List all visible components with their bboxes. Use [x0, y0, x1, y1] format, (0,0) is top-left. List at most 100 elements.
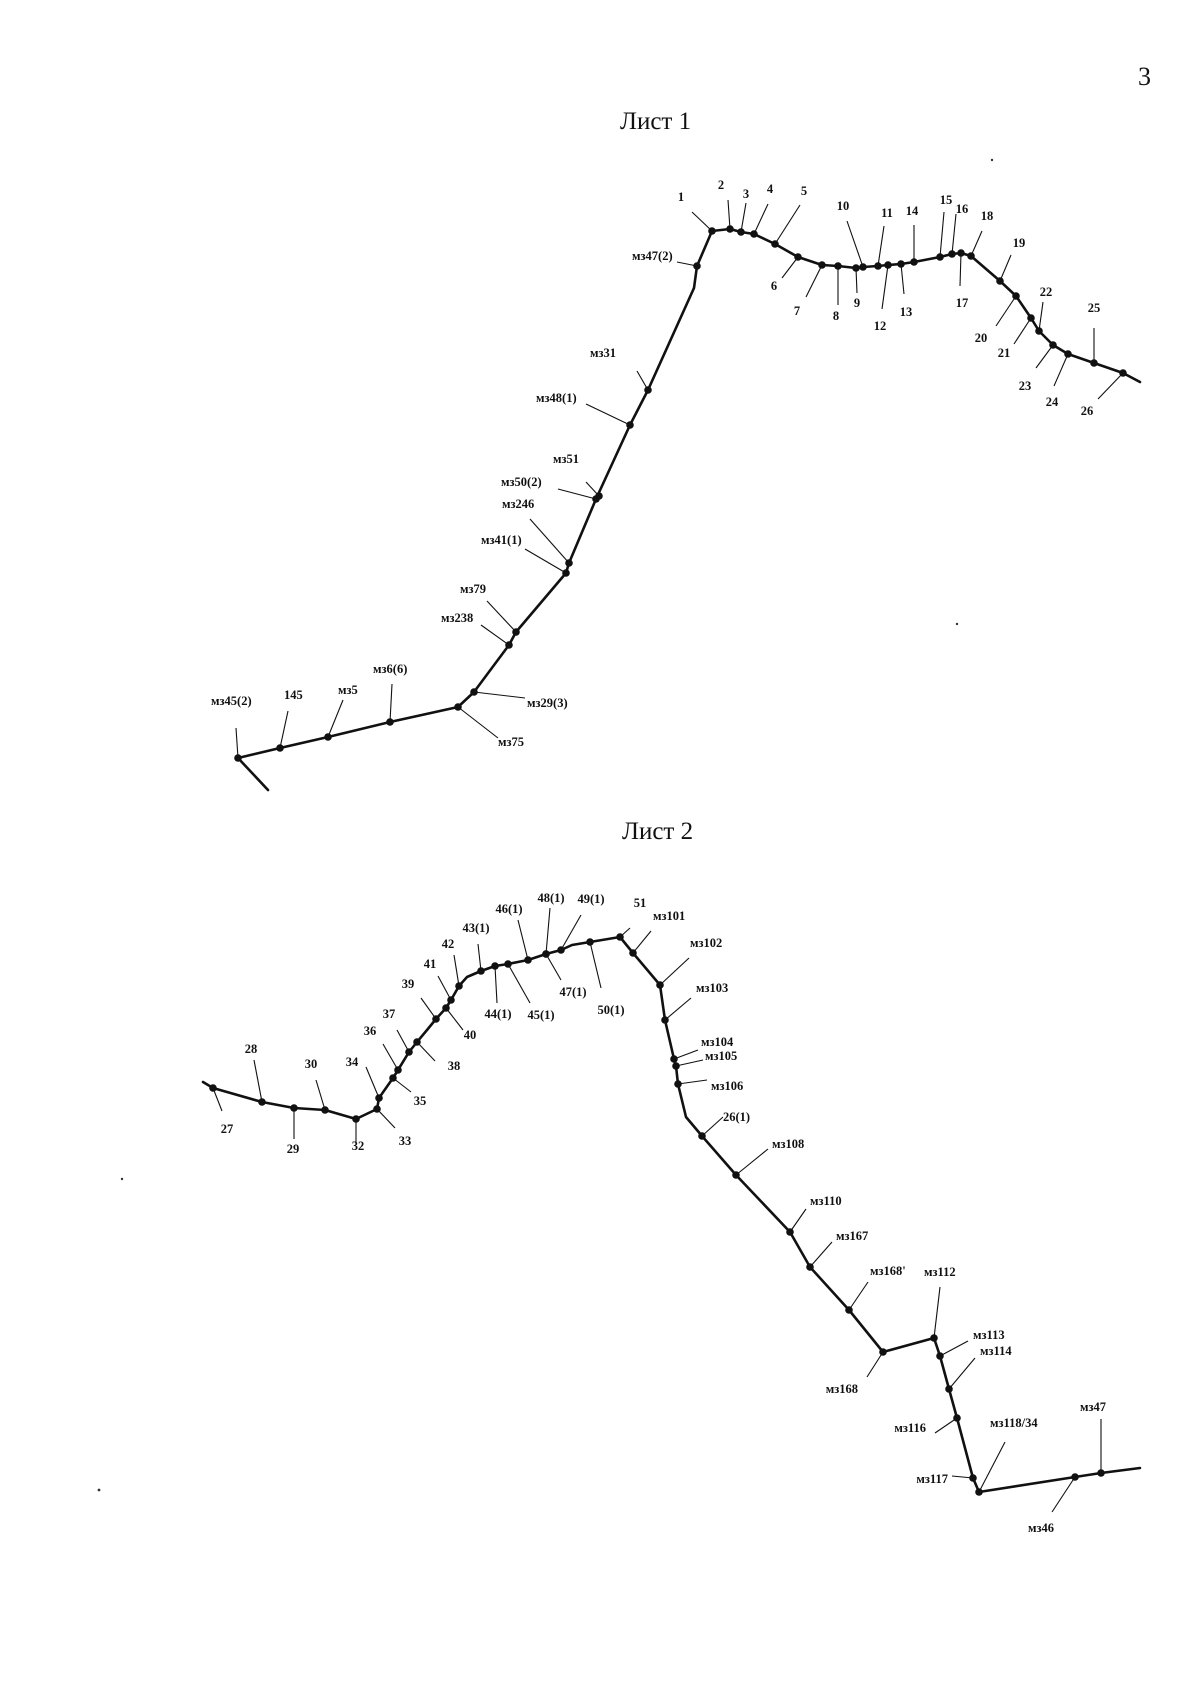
point-label: 43(1) — [462, 921, 489, 935]
leader-line — [735, 1148, 769, 1176]
point-marker — [470, 688, 478, 696]
point-marker — [670, 1055, 678, 1063]
survey-point-mz50-2: мз50(2) — [501, 475, 600, 503]
leader-line — [951, 213, 957, 255]
survey-point-p24: 24 — [1046, 350, 1072, 409]
leader-line — [396, 1029, 410, 1053]
point-label: мз51 — [553, 452, 579, 466]
point-label: мз31 — [590, 346, 616, 360]
point-label: 13 — [900, 305, 913, 319]
sheet-2-title: Лист 2 — [622, 818, 694, 845]
point-label: 47(1) — [559, 985, 586, 999]
point-label: 48(1) — [537, 891, 564, 905]
point-label: 50(1) — [597, 1003, 624, 1017]
survey-point-p28: 28 — [245, 1042, 266, 1106]
survey-point-p26-1: 26(1) — [698, 1110, 750, 1140]
point-marker — [276, 744, 284, 752]
survey-point-mz103: мз103 — [661, 981, 728, 1024]
leader-line — [881, 264, 889, 310]
point-marker — [375, 1094, 383, 1102]
survey-point-p19: 19 — [996, 236, 1025, 285]
leader-line — [315, 1079, 326, 1111]
point-marker — [708, 227, 716, 235]
point-label: мз102 — [690, 936, 722, 950]
survey-point-mz108: мз108 — [732, 1137, 804, 1179]
point-marker — [834, 262, 842, 270]
point-label: 39 — [402, 977, 415, 991]
point-label: 30 — [305, 1057, 318, 1071]
survey-point-mz5: мз5 — [324, 683, 358, 741]
leader-line — [1051, 1476, 1076, 1513]
point-marker — [693, 262, 701, 270]
point-label: 40 — [464, 1028, 477, 1042]
leader-line — [675, 1059, 704, 1067]
point-label: 5 — [801, 184, 807, 198]
point-label: 7 — [794, 304, 800, 318]
point-marker — [1090, 359, 1098, 367]
point-marker — [698, 1132, 706, 1140]
point-label: 15 — [940, 193, 953, 207]
point-label: 37 — [383, 1007, 396, 1021]
point-marker — [936, 1352, 944, 1360]
point-label: 26 — [1081, 404, 1094, 418]
point-label: мз101 — [653, 909, 685, 923]
survey-point-p37: 37 — [383, 1007, 413, 1056]
point-marker — [948, 250, 956, 258]
point-marker — [504, 960, 512, 968]
point-label: 19 — [1013, 236, 1026, 250]
survey-point-mz117: мз117 — [916, 1472, 977, 1486]
point-label: 28 — [245, 1042, 258, 1056]
survey-point-p36: 36 — [364, 1024, 402, 1074]
survey-point-p27: 27 — [209, 1084, 233, 1136]
point-marker — [661, 1016, 669, 1024]
point-label: 23 — [1019, 379, 1032, 393]
point-marker — [321, 1106, 329, 1114]
scan-speck — [955, 622, 959, 626]
survey-point-p34: 34 — [346, 1055, 383, 1102]
leader-line — [959, 252, 962, 287]
leader-line — [480, 624, 510, 646]
point-label: мз106 — [711, 1079, 743, 1093]
point-label: 51 — [634, 896, 647, 910]
leader-line — [632, 930, 652, 954]
point-label: мз113 — [973, 1328, 1005, 1342]
survey-point-p21: 21 — [998, 314, 1035, 360]
survey-point-mz79: мз79 — [460, 582, 520, 636]
point-label: 35 — [414, 1094, 427, 1108]
point-label: мз104 — [701, 1035, 734, 1049]
point-label: мз48(1) — [536, 391, 577, 405]
point-marker — [586, 938, 594, 946]
point-label: мз41(1) — [481, 533, 522, 547]
point-label: мз168' — [870, 1264, 906, 1278]
point-label: 12 — [874, 319, 887, 333]
leader-line — [970, 230, 983, 257]
point-label: мз167 — [836, 1229, 868, 1243]
page-number: 3 — [1138, 62, 1151, 91]
point-label: мз45(2) — [211, 694, 252, 708]
point-marker — [786, 1228, 794, 1236]
leader-line — [557, 488, 597, 500]
leader-line — [753, 203, 769, 235]
survey-point-mz104: мз104 — [670, 1035, 734, 1063]
point-label: 41 — [424, 957, 437, 971]
point-marker — [447, 996, 455, 1004]
leader-line — [529, 518, 570, 564]
leader-line — [589, 941, 602, 989]
point-marker — [975, 1488, 983, 1496]
point-label: 8 — [833, 309, 839, 323]
point-marker — [616, 933, 624, 941]
point-label: мз47(2) — [632, 249, 673, 263]
point-marker — [845, 1306, 853, 1314]
point-marker — [524, 956, 532, 964]
leader-line — [866, 1351, 884, 1378]
point-label: мз75 — [498, 735, 524, 749]
point-marker — [1097, 1469, 1105, 1477]
survey-point-p50-1: 50(1) — [586, 938, 625, 1017]
leader-line — [389, 683, 393, 723]
leader-line — [848, 1281, 869, 1311]
point-marker — [455, 982, 463, 990]
leader-line — [1038, 301, 1044, 332]
leader-line — [999, 254, 1012, 282]
point-label: мз103 — [696, 981, 728, 995]
